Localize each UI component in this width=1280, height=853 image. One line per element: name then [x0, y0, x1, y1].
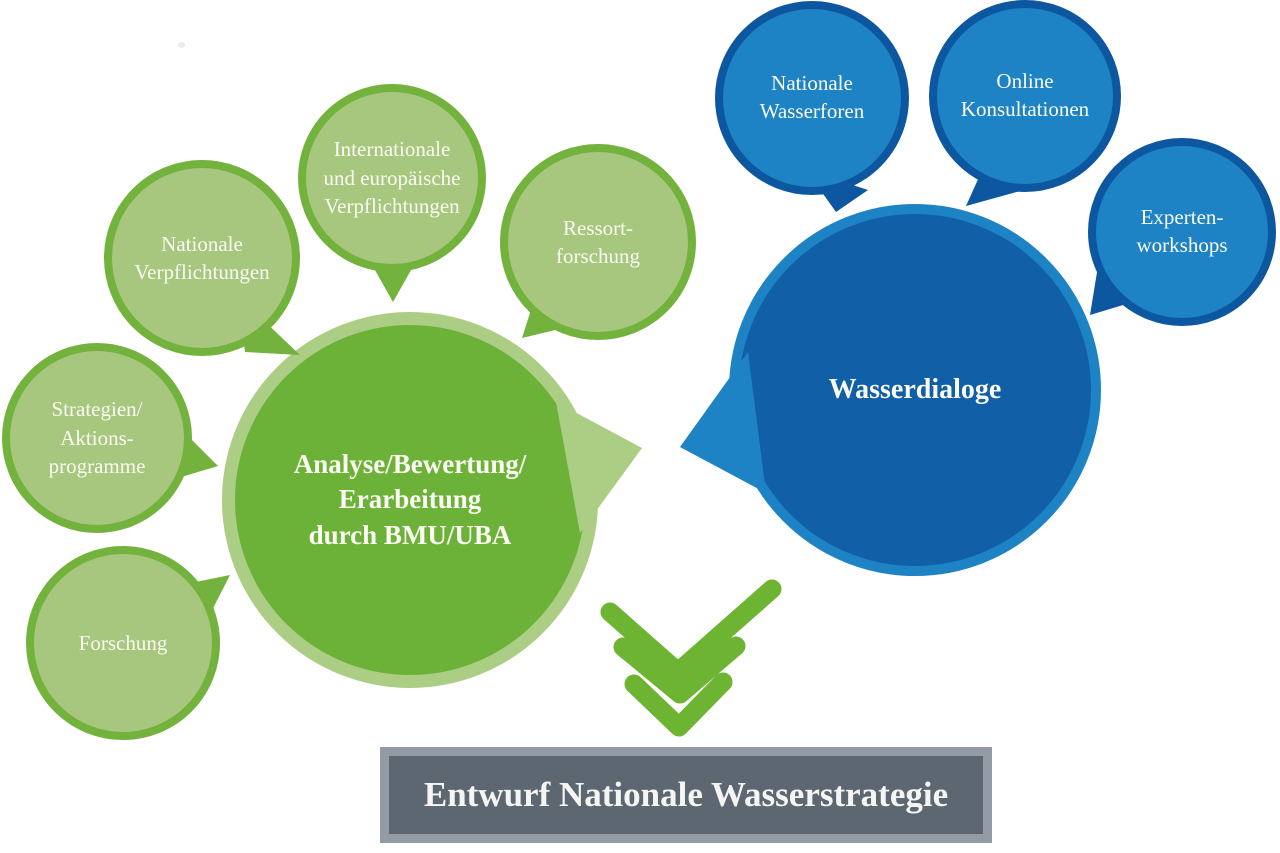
- bubble-label-line: Experten-: [1140, 205, 1224, 230]
- chevron-stroke-2: [613, 636, 746, 704]
- bubble-label-line: Wasserforen: [759, 99, 865, 123]
- analyse-line-1: Analyse/Bewertung/: [293, 449, 527, 480]
- wasserdialoge-center-bubble: Wasserdialoge: [729, 204, 1101, 576]
- result-box: Entwurf Nationale Wasserstrategie: [380, 747, 992, 843]
- bubble-nationale-wasserforen: Nationale Wasserforen: [715, 1, 909, 195]
- bubble-label-line: Ressort-: [563, 215, 633, 240]
- chevron-stroke-1: [600, 579, 782, 682]
- bubble-internationale-verpflichtungen: Internationale und europäische Verpflich…: [298, 84, 486, 272]
- bubble-label-line: Aktions-: [60, 425, 134, 450]
- bubble-ressortforschung: Ressort- forschung: [500, 144, 696, 340]
- bubble-label-line: programme: [48, 454, 146, 479]
- bubble-nationale-verpflichtungen: Nationale Verpflichtungen: [104, 160, 300, 356]
- bubble-label-line: und europäische: [323, 165, 461, 190]
- bubble-label-line: Nationale: [161, 231, 243, 256]
- bubble-strategien-aktionsprogramme: Strategien/ Aktions- programme: [2, 343, 192, 533]
- result-box-label: Entwurf Nationale Wasserstrategie: [423, 775, 949, 814]
- bubble-label-line: Nationale: [771, 71, 853, 96]
- artifact-dot: [178, 42, 185, 48]
- bubble-forschung: Forschung: [26, 546, 220, 740]
- analyse-bewertung-center-bubble: Analyse/Bewertung/ Erarbeitung durch BMU…: [222, 312, 598, 688]
- bubble-label-line: workshops: [1136, 233, 1228, 257]
- bubble-experten-workshops: Experten- workshops: [1088, 138, 1276, 326]
- bubble-label-line: Verpflichtungen: [134, 260, 270, 284]
- analyse-line-2: Erarbeitung: [338, 484, 482, 515]
- bubble-label-line: Konsultationen: [960, 97, 1090, 121]
- bubble-label-line: Online: [996, 69, 1054, 94]
- bubble-label-line: Strategien/: [51, 397, 143, 422]
- bubble-online-konsultationen: Online Konsultationen: [929, 0, 1121, 192]
- wasserdialoge-label: Wasserdialoge: [828, 374, 1002, 405]
- bubble-label-line: Verpflichtungen: [324, 194, 460, 219]
- chevron-stroke-3: [624, 672, 733, 737]
- bubble-label-line: Forschung: [78, 630, 168, 655]
- bubble-label-line: forschung: [556, 244, 640, 268]
- analyse-line-3: durch BMU/UBA: [308, 519, 512, 550]
- bubble-label-line: Internationale: [333, 137, 451, 162]
